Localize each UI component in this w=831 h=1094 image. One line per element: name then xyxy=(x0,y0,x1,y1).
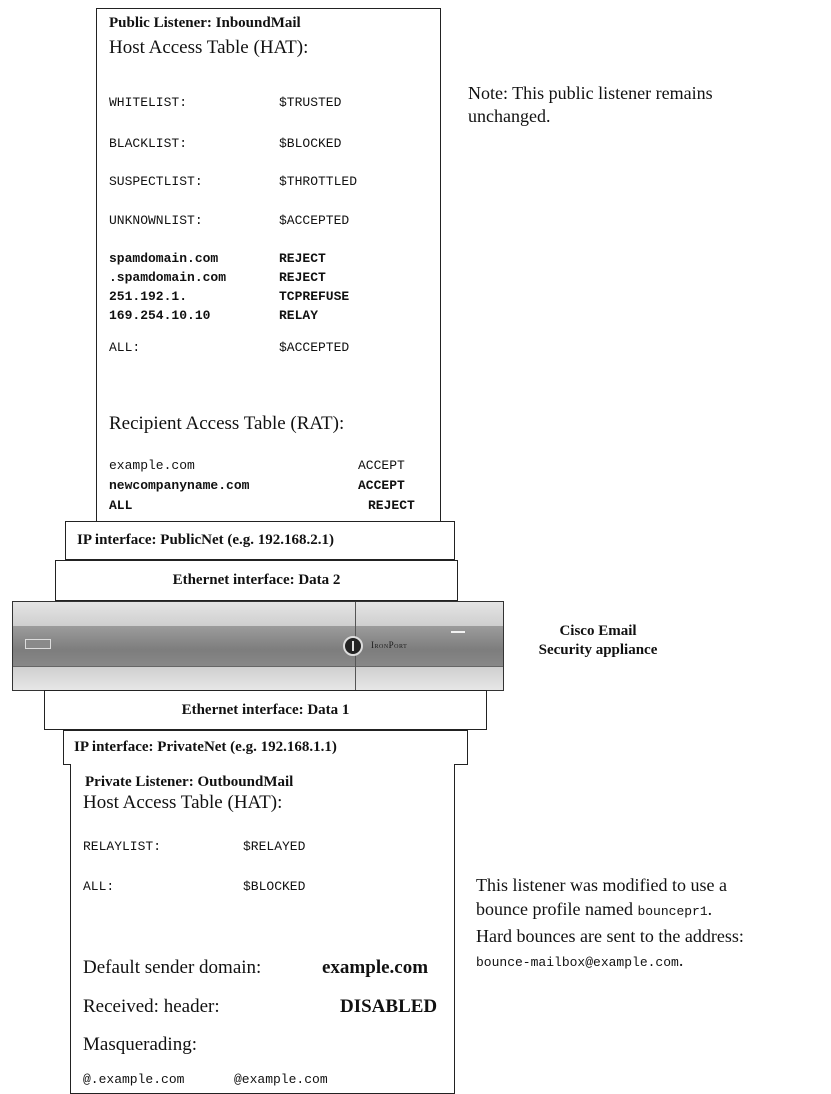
ip-interface-private-label: IP interface: PrivateNet (e.g. 192.168.1… xyxy=(74,739,337,755)
ethernet-interface-data2-label: Ethernet interface: Data 2 xyxy=(172,572,341,588)
default-sender-value: example.com xyxy=(322,957,429,978)
rat-row: example.com xyxy=(109,458,195,473)
received-header-value: DISABLED xyxy=(340,996,438,1017)
hat-all-row: ALL: xyxy=(109,340,141,355)
bounce-address: bounce-mailbox@example.com xyxy=(476,955,679,970)
ip-interface-public-label: IP interface: PublicNet (e.g. 192.168.2.… xyxy=(77,532,335,548)
hat-row-value: $ACCEPTED xyxy=(279,213,350,228)
appliance-chassis: IronPort xyxy=(12,601,504,691)
note-line: unchanged. xyxy=(468,106,551,126)
appliance-label: Cisco Email Security appliance xyxy=(512,622,684,660)
appliance-top-panel xyxy=(13,602,503,627)
rat-row: newcompanyname.com xyxy=(109,478,250,493)
hat-row: SUSPECTLIST: xyxy=(109,174,203,189)
rat-row-value: ACCEPT xyxy=(358,458,405,473)
hat-bold-row: 169.254.10.10 xyxy=(109,308,211,323)
hat-row: WHITELIST: xyxy=(109,95,188,110)
ethernet-interface-data2: Ethernet interface: Data 2 xyxy=(55,560,458,601)
masquerading-from: @.example.com xyxy=(83,1072,185,1087)
private-listener-title: Private Listener: OutboundMail xyxy=(85,774,294,790)
drive-slot-icon xyxy=(25,639,51,649)
rat-row: ALL xyxy=(109,498,133,513)
ethernet-interface-data1: Ethernet interface: Data 1 xyxy=(44,690,487,730)
hat-row: BLACKLIST: xyxy=(109,136,188,151)
note-line: bounce profile named bouncepr1. xyxy=(476,899,713,919)
private-listener-note: This listener was modified to use a boun… xyxy=(476,873,744,975)
rat-row-value: REJECT xyxy=(368,498,415,513)
appliance-label-line: Cisco Email xyxy=(559,623,637,639)
private-hat-row-value: $RELAYED xyxy=(243,839,306,854)
status-led-icon xyxy=(451,631,465,633)
appliance-brand-logo: IronPort xyxy=(371,640,408,650)
private-listener-box: Private Listener: OutboundMail Host Acce… xyxy=(70,764,455,1094)
private-hat-row: ALL: xyxy=(83,879,115,894)
bounce-profile-name: bouncepr1 xyxy=(637,904,708,919)
public-listener-note: Note: This public listener remains uncha… xyxy=(468,82,713,128)
appliance-front-panel xyxy=(13,626,503,666)
default-sender-label: Default sender domain: xyxy=(83,957,262,978)
hat-bold-row: 251.192.1. xyxy=(109,289,188,304)
hat-all-row-value: $ACCEPTED xyxy=(279,340,350,355)
note-line: Note: This public listener remains xyxy=(468,83,713,103)
appliance-label-line: Security appliance xyxy=(538,642,658,658)
hat-bold-row-value: REJECT xyxy=(279,251,326,266)
hat-bold-row: .spamdomain.com xyxy=(109,270,227,285)
public-hat-heading: Host Access Table (HAT): xyxy=(109,37,309,58)
power-button-icon xyxy=(343,636,363,656)
ethernet-interface-data1-label: Ethernet interface: Data 1 xyxy=(181,701,350,718)
rat-heading: Recipient Access Table (RAT): xyxy=(109,413,345,434)
hat-row-value: $THROTTLED xyxy=(279,174,358,189)
hat-row-value: $TRUSTED xyxy=(279,95,342,110)
rat-row-value: ACCEPT xyxy=(358,478,405,493)
masquerading-to: @example.com xyxy=(234,1072,328,1087)
private-hat-row-value: $BLOCKED xyxy=(243,879,306,894)
hat-row-value: $BLOCKED xyxy=(279,136,342,151)
hat-bold-row-value: RELAY xyxy=(279,308,319,323)
hat-bold-row-value: REJECT xyxy=(279,270,326,285)
public-listener-box: Public Listener: InboundMail Host Access… xyxy=(96,8,441,521)
note-line: Hard bounces are sent to the address: xyxy=(476,926,744,946)
hat-bold-row: spamdomain.com xyxy=(109,251,219,266)
received-header-label: Received: header: xyxy=(83,996,220,1017)
private-hat-row: RELAYLIST: xyxy=(83,839,162,854)
appliance-bottom-panel xyxy=(13,666,503,690)
hat-row: UNKNOWNLIST: xyxy=(109,213,203,228)
private-hat-heading: Host Access Table (HAT): xyxy=(83,792,283,813)
public-listener-title: Public Listener: InboundMail xyxy=(109,15,301,31)
note-line: This listener was modified to use a xyxy=(476,875,727,895)
masquerading-label: Masquerading: xyxy=(83,1034,197,1055)
note-line: bounce-mailbox@example.com. xyxy=(476,950,684,970)
hat-bold-row-value: TCPREFUSE xyxy=(279,289,350,304)
ip-interface-private: IP interface: PrivateNet (e.g. 192.168.1… xyxy=(63,730,468,765)
ip-interface-public: IP interface: PublicNet (e.g. 192.168.2.… xyxy=(65,521,455,560)
